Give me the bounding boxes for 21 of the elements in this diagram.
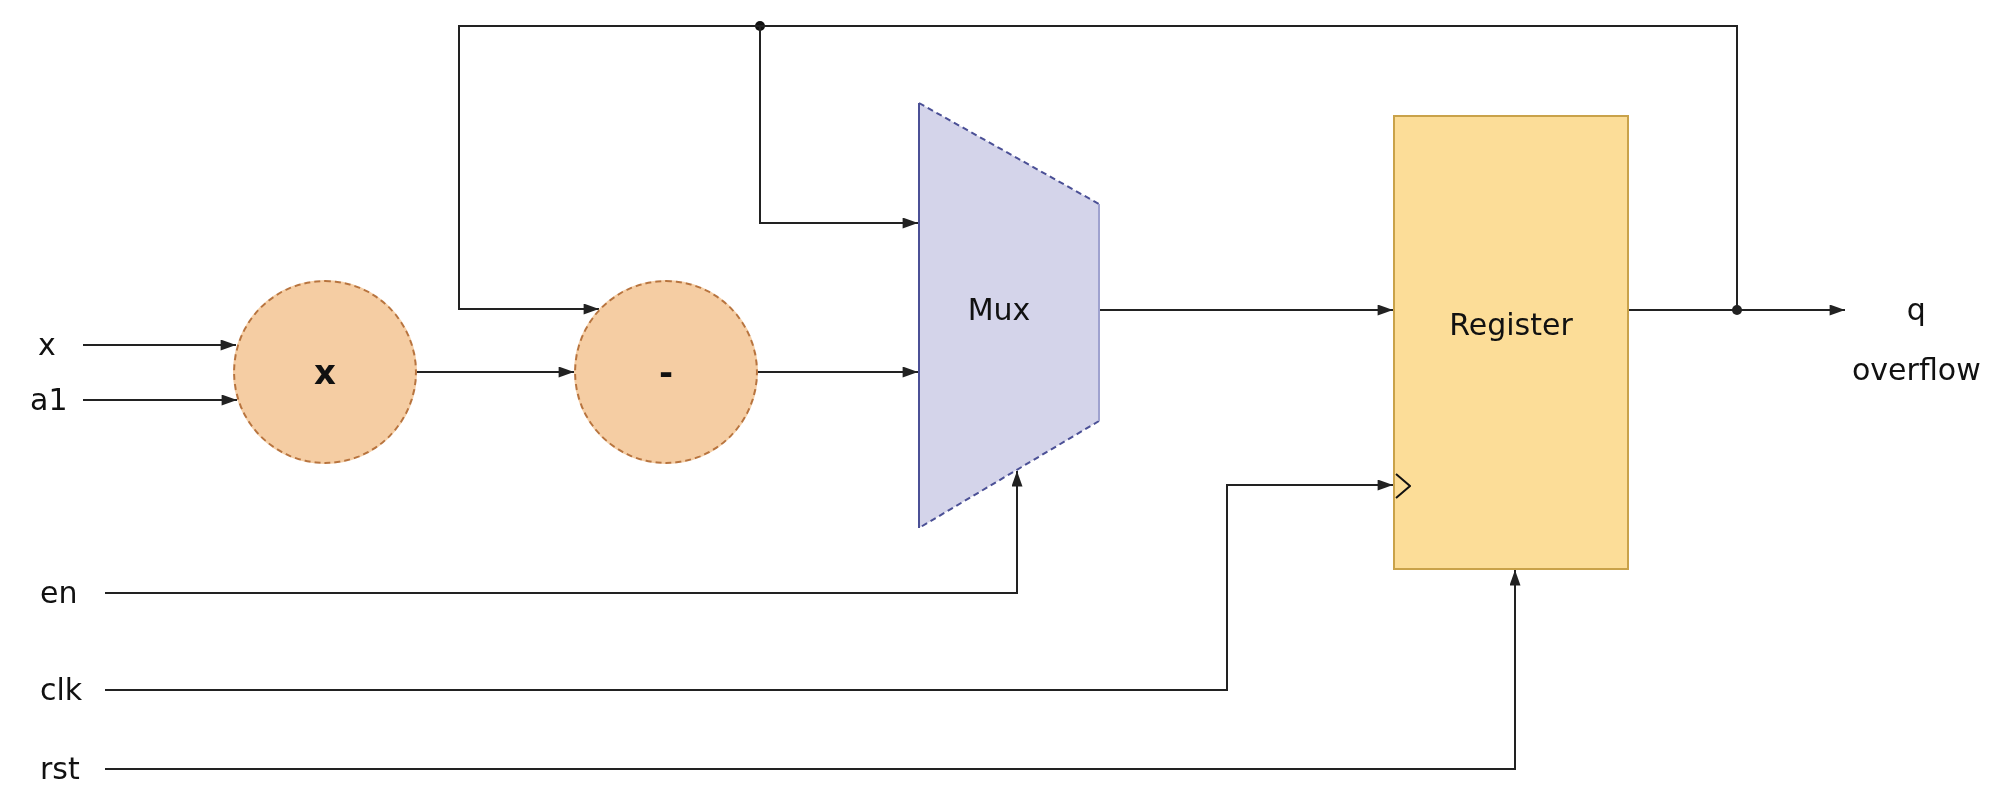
arrow [104, 479, 1394, 691]
register-block [1393, 115, 1629, 570]
block-label: Mux [967, 293, 1031, 327]
operator-symbol: - [658, 353, 674, 391]
input-label: en [40, 576, 78, 610]
arrow [458, 25, 1738, 315]
operator-symbol: x [314, 353, 336, 391]
input-label: rst [40, 752, 80, 786]
arrow [416, 366, 575, 378]
input-label: a1 [30, 383, 68, 417]
arrow [1099, 304, 1394, 316]
arrow [757, 366, 919, 378]
output-label: overflow [1852, 353, 1981, 387]
input-label: clk [40, 673, 83, 707]
arrow [104, 569, 1521, 770]
arrow [82, 339, 237, 351]
output-label: q [1906, 293, 1926, 327]
block-label: Register [1449, 308, 1573, 342]
arrow [104, 470, 1023, 594]
arrow [82, 394, 238, 406]
input-label: x [38, 328, 56, 362]
